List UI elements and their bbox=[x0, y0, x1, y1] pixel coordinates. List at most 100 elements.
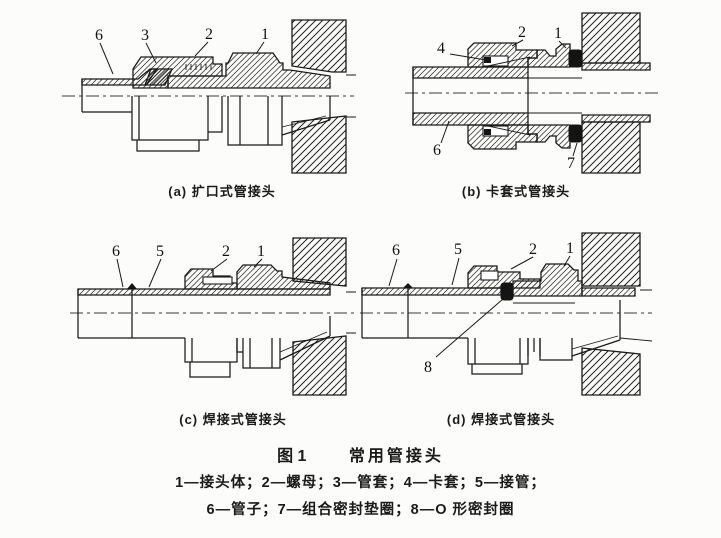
leader-line-1 bbox=[558, 40, 567, 49]
ferrule-bite-bottom bbox=[484, 129, 491, 135]
bore-lines bbox=[528, 77, 582, 114]
taper-exterior bbox=[571, 300, 621, 357]
weld-nub bbox=[403, 283, 413, 288]
part-label-5: 5 bbox=[156, 243, 164, 260]
body-hex-exterior bbox=[539, 338, 573, 361]
pipe-wall-top bbox=[412, 66, 529, 79]
pipe-ends bbox=[412, 67, 529, 125]
pipe-outline bbox=[77, 289, 185, 339]
ferrule-cone-bottom bbox=[487, 125, 531, 136]
leader-line-6 bbox=[99, 42, 114, 75]
step-exterior bbox=[236, 338, 243, 353]
panel-c-drawing: 6 5 2 1 bbox=[70, 237, 356, 396]
wall-section-top bbox=[581, 232, 641, 287]
thread-slot bbox=[202, 276, 233, 285]
leader-line-5 bbox=[148, 258, 162, 288]
pipe-exit-lines bbox=[346, 291, 356, 334]
panel-d-drawing: 6 5 2 1 8 bbox=[360, 232, 653, 396]
part-label-6: 6 bbox=[433, 142, 441, 159]
pipe-outline bbox=[81, 79, 132, 113]
body-hex-exterior bbox=[227, 96, 283, 146]
taper-exterior bbox=[281, 96, 331, 136]
nut-exterior bbox=[131, 96, 209, 152]
leader-line-1 bbox=[253, 258, 263, 268]
thread-ticks bbox=[185, 64, 212, 70]
wall-section-top bbox=[292, 237, 347, 287]
thread-line bbox=[281, 115, 327, 128]
leader-line-7 bbox=[572, 142, 578, 157]
leader-line-2 bbox=[210, 258, 228, 272]
leader-line-6 bbox=[440, 120, 450, 144]
leader-line-2 bbox=[511, 39, 524, 47]
pipe-wall-section bbox=[77, 288, 331, 296]
washer-exterior bbox=[208, 96, 223, 133]
body-section bbox=[167, 52, 331, 89]
pipe-wall-bottom bbox=[412, 112, 529, 126]
pipe-wall-section bbox=[361, 287, 502, 296]
body-nose-section bbox=[581, 287, 636, 297]
legend-line-2: 6—管子；7—组合密封垫圈；8—O 形密封圈 bbox=[206, 502, 515, 518]
panel-a-drawing: 6 3 2 1 bbox=[62, 19, 356, 174]
part-label-1: 1 bbox=[257, 243, 265, 260]
taper-exterior bbox=[279, 316, 331, 361]
pipe-exit-lines bbox=[346, 74, 356, 118]
wall-section-top bbox=[291, 19, 347, 73]
nut-exterior bbox=[467, 338, 529, 375]
wall-section-bottom bbox=[581, 121, 641, 174]
part-label-6: 6 bbox=[112, 243, 120, 260]
pipe-outline bbox=[361, 288, 468, 339]
nut-exterior bbox=[184, 338, 238, 378]
figure-number: 图 1 bbox=[277, 448, 307, 465]
leader-line-4 bbox=[449, 53, 487, 61]
part-label-2: 2 bbox=[205, 26, 213, 43]
ferrule-top bbox=[482, 55, 509, 67]
part-label-1: 1 bbox=[261, 26, 269, 43]
leader-line-1 bbox=[255, 41, 265, 55]
part-label-7: 7 bbox=[567, 155, 575, 172]
thread-line bbox=[571, 335, 619, 350]
wall-section-bottom bbox=[581, 347, 641, 396]
part-label-6: 6 bbox=[392, 242, 400, 259]
diagram-canvas: 6 3 2 1 4 2 1 6 7 bbox=[62, 12, 658, 396]
leader-line-8 bbox=[435, 298, 504, 358]
part-label-1: 1 bbox=[566, 240, 574, 257]
ferrule-cone-top bbox=[487, 56, 531, 67]
through-pipe-wall-top bbox=[581, 62, 651, 71]
body-section bbox=[236, 264, 331, 290]
legend-line-1: 1—接头体；2—螺母；3—管套；4—卡套；5—接管； bbox=[175, 475, 546, 491]
through-pipe-wall-bottom bbox=[581, 114, 651, 123]
thread-slot bbox=[480, 270, 499, 281]
panel-d-caption: (d) 焊接式管接头 bbox=[446, 412, 556, 427]
part-label-5: 5 bbox=[454, 241, 462, 258]
pipe-exit-lines bbox=[619, 289, 653, 342]
part-label-8: 8 bbox=[424, 359, 432, 376]
leader-line-2 bbox=[510, 256, 534, 270]
thread-line bbox=[279, 331, 328, 353]
seal-washer-bottom bbox=[568, 124, 583, 143]
ferrule-bottom bbox=[482, 125, 509, 137]
bore-lines bbox=[513, 295, 582, 304]
o-ring-seal bbox=[500, 282, 514, 301]
leader-line-6 bbox=[388, 258, 398, 287]
leader-line-1 bbox=[563, 255, 571, 267]
part-label-3: 3 bbox=[141, 27, 149, 44]
leader-line-3 bbox=[145, 42, 157, 64]
panel-b-caption: (b) 卡套式管接头 bbox=[461, 184, 571, 199]
seal-washer-top bbox=[568, 49, 583, 68]
leader-line-5 bbox=[451, 257, 460, 286]
panel-c-caption: (c) 焊接式管接头 bbox=[179, 412, 287, 427]
figure-title: 常用管接头 bbox=[348, 448, 444, 465]
panel-b-drawing: 4 2 1 6 7 bbox=[405, 12, 658, 174]
step-exterior bbox=[527, 338, 541, 356]
part-label-2: 2 bbox=[518, 24, 526, 41]
part-label-2: 2 bbox=[222, 243, 230, 260]
weld-nub bbox=[127, 283, 137, 289]
wall-section-bottom bbox=[292, 335, 347, 396]
leader-line-2 bbox=[194, 41, 209, 57]
body-hex-exterior bbox=[242, 338, 281, 369]
part-label-4: 4 bbox=[437, 40, 445, 57]
wall-section-bottom bbox=[291, 115, 347, 174]
leader-line-6 bbox=[116, 258, 124, 288]
part-label-2: 2 bbox=[529, 241, 537, 258]
